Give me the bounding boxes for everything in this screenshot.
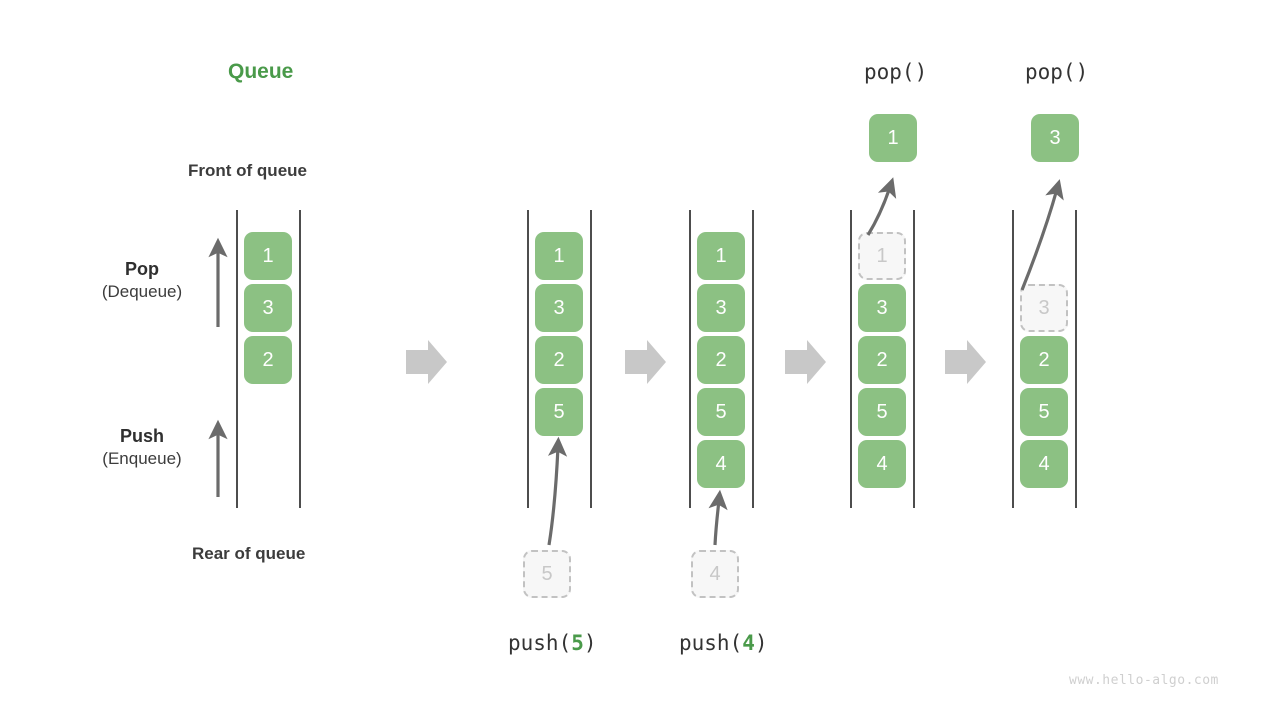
queue-cell: 3	[858, 284, 906, 332]
queue-cell: 4	[697, 440, 745, 488]
push-label-sub: (Enqueue)	[102, 449, 182, 469]
step-arrow-1	[406, 340, 447, 384]
queue-column-initial: 1 3 2	[236, 210, 301, 508]
queue-rail-right	[752, 210, 754, 508]
incoming-ghost-cell-5: 5	[523, 550, 571, 598]
pop-label-main: Pop	[125, 259, 159, 279]
queue-cell: 1	[244, 232, 292, 280]
queue-rail-left	[689, 210, 691, 508]
pop-operation-label: Pop (Dequeue)	[52, 258, 232, 303]
queue-cell: 2	[858, 336, 906, 384]
push-call-label-2: push(4)	[679, 631, 768, 655]
popped-cell-1: 1	[869, 114, 917, 162]
queue-rail-right	[299, 210, 301, 508]
pop-call-label-1: pop()	[864, 60, 928, 84]
queue-column-pop-1: 1 3 2 5 4	[850, 210, 915, 508]
queue-rail-left	[527, 210, 529, 508]
queue-cell: 2	[535, 336, 583, 384]
queue-cell: 2	[1020, 336, 1068, 384]
queue-cell: 1	[535, 232, 583, 280]
rear-of-queue-label: Rear of queue	[192, 544, 306, 563]
queue-cell: 3	[244, 284, 292, 332]
push-call-label-1: push(5)	[508, 631, 597, 655]
queue-cell: 4	[858, 440, 906, 488]
queue-cell: 3	[697, 284, 745, 332]
queue-cell-removed: 3	[1020, 284, 1068, 332]
queue-cell-removed: 1	[858, 232, 906, 280]
push-call-2-arg: 4	[742, 631, 755, 655]
queue-cell: 5	[697, 388, 745, 436]
queue-column-push-5: 1 3 2 5	[527, 210, 592, 508]
pop-call-label-2: pop()	[1025, 60, 1089, 84]
queue-cell: 4	[1020, 440, 1068, 488]
push-call-2-close: )	[754, 631, 768, 655]
queue-cell: 5	[858, 388, 906, 436]
push-operation-label: Push (Enqueue)	[52, 425, 232, 470]
queue-rail-right	[590, 210, 592, 508]
page-title: Queue	[228, 60, 294, 83]
queue-cell: 5	[535, 388, 583, 436]
step-arrow-4	[945, 340, 986, 384]
watermark: www.hello-algo.com	[1069, 673, 1219, 688]
push-call-1-arg: 5	[571, 631, 584, 655]
queue-cell: 1	[697, 232, 745, 280]
step-arrow-3	[785, 340, 826, 384]
queue-cell: 3	[535, 284, 583, 332]
push-call-2-fn: push(	[679, 631, 743, 655]
step-arrow-2	[625, 340, 666, 384]
front-of-queue-label: Front of queue	[188, 161, 307, 180]
queue-column-pop-3: 3 2 5 4	[1012, 210, 1077, 508]
push-call-1-fn: push(	[508, 631, 572, 655]
incoming-ghost-cell-4: 4	[691, 550, 739, 598]
queue-column-push-4: 1 3 2 5 4	[689, 210, 754, 508]
queue-rail-left	[236, 210, 238, 508]
popped-cell-3: 3	[1031, 114, 1079, 162]
queue-rail-left	[850, 210, 852, 508]
queue-cell: 2	[244, 336, 292, 384]
queue-rail-right	[1075, 210, 1077, 508]
queue-cell: 2	[697, 336, 745, 384]
push-call-1-close: )	[583, 631, 597, 655]
push-label-main: Push	[119, 426, 164, 446]
queue-rail-left	[1012, 210, 1014, 508]
pop-label-sub: (Dequeue)	[101, 282, 183, 302]
queue-cell: 5	[1020, 388, 1068, 436]
queue-rail-right	[913, 210, 915, 508]
